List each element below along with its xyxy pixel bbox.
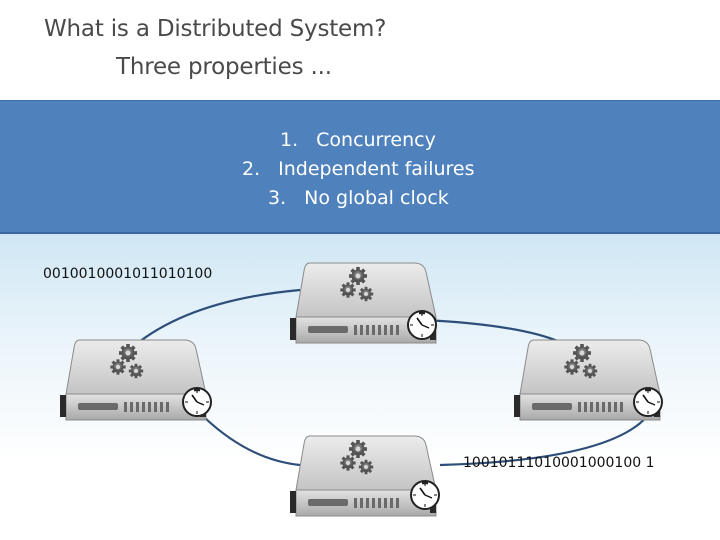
- property-label: Independent failures: [278, 158, 475, 180]
- title-area: What is a Distributed System? Three prop…: [0, 0, 720, 100]
- slide-title: What is a Distributed System?: [44, 16, 387, 42]
- property-item-concurrency: 1. Concurrency: [280, 129, 436, 151]
- server-node-top: [290, 263, 438, 343]
- property-item-no-global-clock: 3. No global clock: [268, 187, 449, 209]
- clock-icon: [632, 386, 664, 418]
- clock-icon: [409, 479, 441, 511]
- server-node-bottom: [290, 436, 441, 516]
- link-bottom-right: [439, 409, 653, 467]
- server-node-left: [60, 340, 213, 420]
- properties-box: 1. Concurrency 2. Independent failures 3. N…: [0, 100, 720, 234]
- property-number: 1.: [280, 129, 299, 151]
- property-item-independent-failures: 2. Independent failures: [242, 158, 475, 180]
- server-node-right: [514, 340, 664, 420]
- property-label: No global clock: [304, 187, 449, 209]
- property-number: 3.: [268, 187, 287, 209]
- link-top-right: [424, 318, 561, 344]
- clock-icon: [406, 309, 438, 341]
- link-top-left: [133, 288, 301, 347]
- ring-connections: [133, 288, 653, 467]
- slide-subtitle: Three properties ...: [116, 54, 332, 80]
- property-number: 2.: [242, 158, 261, 180]
- message-bits-left: 0010010001011010100: [43, 266, 213, 282]
- message-bits-right: 10010111010001000100 1: [463, 455, 655, 471]
- property-label: Concurrency: [316, 129, 436, 151]
- clock-icon: [181, 386, 213, 418]
- link-bottom-left: [204, 417, 301, 467]
